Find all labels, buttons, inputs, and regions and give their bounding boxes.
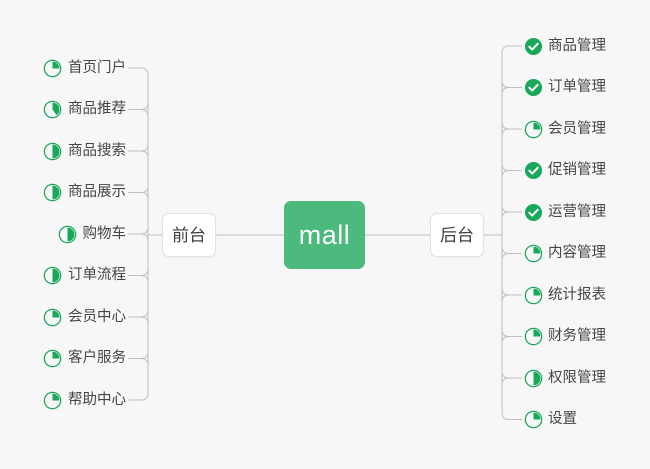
pie-progress-icon bbox=[58, 225, 76, 243]
pie-progress-icon bbox=[43, 349, 62, 368]
check-circle-icon bbox=[524, 203, 543, 221]
leaf-item[interactable]: 帮助中心 bbox=[0, 388, 126, 412]
check-circle-icon bbox=[524, 37, 543, 55]
pie-progress-icon bbox=[43, 59, 62, 77]
pie-progress-icon bbox=[524, 120, 543, 138]
leaf-item[interactable]: 统计报表 bbox=[524, 283, 606, 307]
leaf-item-label: 会员中心 bbox=[68, 308, 126, 325]
pie-progress-icon bbox=[43, 266, 62, 285]
check-circle-icon bbox=[524, 78, 543, 97]
check-circle-icon bbox=[524, 161, 543, 180]
leaf-item-label: 订单流程 bbox=[68, 267, 126, 284]
leaf-item-label: 首页门户 bbox=[68, 59, 126, 76]
leaf-item[interactable]: 商品推荐 bbox=[0, 98, 126, 122]
pie-progress-icon bbox=[43, 308, 62, 326]
leaf-item-label: 统计报表 bbox=[548, 286, 606, 303]
leaf-item[interactable]: 会员中心 bbox=[0, 305, 126, 329]
leaf-item-label: 设置 bbox=[548, 411, 577, 428]
leaf-item[interactable]: 设置 bbox=[524, 408, 577, 432]
leaf-item-label: 客户服务 bbox=[68, 350, 126, 367]
leaf-item-label: 商品展示 bbox=[68, 184, 126, 201]
leaf-item-label: 权限管理 bbox=[548, 369, 606, 386]
leaf-item[interactable]: 订单管理 bbox=[524, 76, 606, 100]
center-node-label: mall bbox=[298, 219, 351, 250]
leaf-item[interactable]: 商品搜索 bbox=[0, 139, 126, 163]
leaf-item-label: 运营管理 bbox=[548, 203, 606, 220]
pie-progress-icon bbox=[524, 286, 543, 304]
pie-progress-icon bbox=[524, 369, 543, 387]
leaf-item[interactable]: 促销管理 bbox=[524, 159, 606, 183]
leaf-item[interactable]: 客户服务 bbox=[0, 347, 126, 371]
leaf-item-label: 帮助中心 bbox=[68, 391, 126, 408]
pie-progress-icon bbox=[524, 410, 543, 429]
center-node-mall[interactable]: mall bbox=[284, 201, 365, 269]
branch-node-back-label: 后台 bbox=[440, 225, 474, 245]
leaf-item-label: 财务管理 bbox=[548, 328, 606, 345]
leaf-item-label: 商品搜索 bbox=[68, 142, 126, 159]
leaf-item-label: 购物车 bbox=[82, 225, 127, 242]
leaf-item[interactable]: 订单流程 bbox=[0, 264, 126, 288]
leaf-item[interactable]: 内容管理 bbox=[524, 242, 606, 266]
leaf-item[interactable]: 商品展示 bbox=[0, 181, 126, 205]
leaf-item[interactable]: 财务管理 bbox=[524, 325, 606, 349]
leaf-item[interactable]: 首页门户 bbox=[0, 56, 126, 80]
pie-progress-icon bbox=[524, 327, 543, 346]
leaf-item-label: 内容管理 bbox=[548, 245, 606, 262]
pie-progress-icon bbox=[524, 244, 543, 263]
pie-progress-icon bbox=[43, 142, 62, 160]
leaf-item-label: 订单管理 bbox=[548, 79, 606, 96]
leaf-item-label: 商品管理 bbox=[548, 37, 606, 54]
pie-progress-icon bbox=[43, 391, 62, 409]
leaf-item[interactable]: 购物车 bbox=[0, 222, 126, 246]
leaf-item[interactable]: 会员管理 bbox=[524, 117, 606, 141]
pie-progress-icon bbox=[43, 183, 62, 202]
leaf-item-label: 会员管理 bbox=[548, 120, 606, 137]
branch-node-back[interactable]: 后台 bbox=[430, 213, 484, 257]
leaf-item-label: 促销管理 bbox=[548, 162, 606, 179]
pie-progress-icon bbox=[43, 100, 62, 119]
leaf-item[interactable]: 权限管理 bbox=[524, 366, 606, 390]
leaf-item[interactable]: 商品管理 bbox=[524, 34, 606, 58]
branch-node-front[interactable]: 前台 bbox=[162, 213, 216, 257]
leaf-item[interactable]: 运营管理 bbox=[524, 200, 606, 224]
branch-node-front-label: 前台 bbox=[172, 225, 206, 245]
leaf-item-label: 商品推荐 bbox=[68, 101, 126, 118]
